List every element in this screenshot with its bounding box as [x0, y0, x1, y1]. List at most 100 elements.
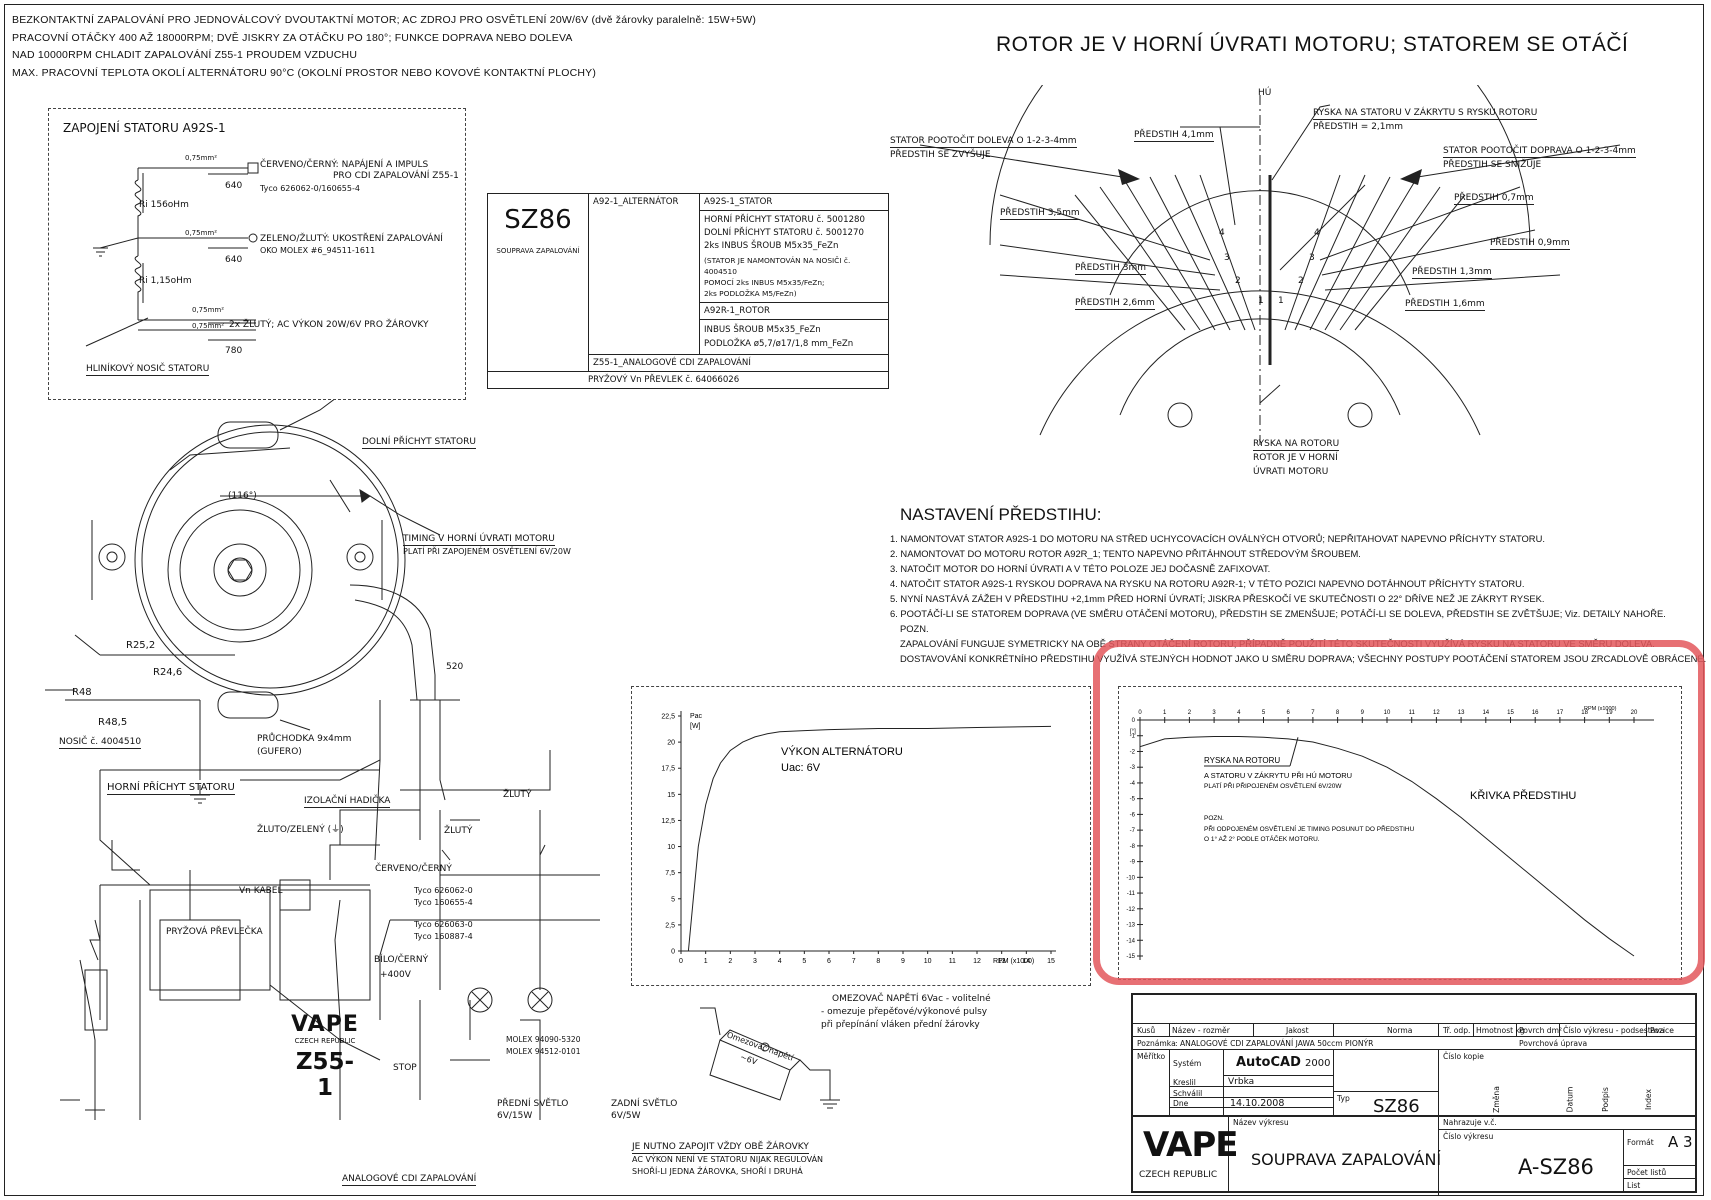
part-note: POMOCÍ 2ks INBUS M5x35/FeZn; — [704, 278, 825, 287]
x-tick-label: 0 — [1138, 710, 1142, 716]
setup-title: NASTAVENÍ PŘEDSTIHU: — [900, 505, 1102, 524]
wire-desc: OKO MOLEX #6_94511-1611 — [260, 246, 376, 255]
x-tick-label: 19 — [1606, 710, 1613, 716]
brand-country: CZECH REPUBLIC — [1139, 1170, 1218, 1180]
y-tick-label: 2,5 — [665, 922, 675, 929]
wire-label: BÍLO/ČERNÝ — [374, 955, 429, 965]
y-tick-label: 5 — [671, 896, 675, 903]
chart-title: VÝKON ALTERNÁTORU — [781, 745, 903, 758]
advance-label: PŘEDSTIH 2,6mm — [1075, 298, 1155, 310]
brand-country: CZECH REPUBLIC — [294, 1037, 356, 1045]
y-axis-label: [W] — [690, 723, 701, 730]
header-note: MAX. PRACOVNÍ TEPLOTA OKOLÍ ALTERNÁTORU … — [12, 66, 597, 79]
y-tick-label: -8 — [1130, 844, 1136, 850]
voltage-limiter — [700, 1007, 840, 1109]
step-number: 3 — [1309, 253, 1315, 263]
note: O 1° AŽ 2° PODLE OTÁČEK MOTORU. — [1204, 834, 1320, 843]
tb-header: Kusů — [1137, 1026, 1156, 1035]
boot-cell: PRYŽOVÝ Vn PŘEVLEK č. 64066026 — [487, 371, 889, 389]
tb-header: Číslo výkresu - podsestava — [1563, 1026, 1665, 1035]
bulbs-note: AC VÝKON NENÍ VE STATORU NIJAK REGULOVÁN — [632, 1155, 824, 1164]
radius-label: R48,5 — [98, 717, 128, 728]
tb-label: Typ — [1337, 1094, 1350, 1103]
drawing-number: A-SZ86 — [1518, 1155, 1594, 1179]
x-tick-label: 10 — [1384, 710, 1391, 716]
hose-label: IZOLAČNÍ HADIČKA — [304, 796, 391, 808]
x-tick-label: 3 — [753, 958, 757, 965]
part-item: DOLNÍ PŘÍCHYT STATORU č. 5001270 — [704, 228, 864, 238]
tb-value: : ANALOGOVÉ CDI ZAPALOVÁNÍ JAWA 50ccm PI… — [1175, 1039, 1374, 1048]
tb-label: List — [1627, 1181, 1641, 1190]
x-tick-label: 13 — [998, 958, 1006, 965]
x-tick-label: 20 — [1631, 710, 1638, 716]
tb-label: Název výkresu — [1233, 1118, 1289, 1127]
alternator-cell: A92-1_ALTERNÁTOR — [588, 193, 700, 355]
x-tick-label: 8 — [1336, 710, 1340, 716]
header-note: NAD 10000RPM CHLADIT ZAPALOVÁNÍ Z55-1 PR… — [12, 49, 358, 61]
tb-header: Pozice — [1650, 1026, 1674, 1035]
header-notes: BEZKONTAKTNÍ ZAPALOVÁNÍ PRO JEDNOVÁLCOVÝ… — [12, 12, 756, 82]
tb-header: Tř. odp. — [1443, 1026, 1471, 1035]
wire-size: 0,75mm² — [185, 154, 218, 162]
y-tick-label: 17,5 — [661, 766, 675, 773]
y-tick-label: 0 — [1132, 718, 1136, 724]
wire-label: ČERVENO/ČERNÝ — [375, 864, 452, 874]
advance-label: PŘEDSTIH 1,3mm — [1412, 267, 1492, 279]
advance-label: PŘEDSTIH 4,1mm — [1134, 130, 1214, 142]
x-tick-label: 4 — [1237, 710, 1241, 716]
stop-label: STOP — [393, 1063, 417, 1073]
step-number: 3 — [1224, 253, 1230, 263]
upper-mount-label: HORNÍ PŘÍCHYT STATORU — [107, 782, 235, 795]
carrier-label: HLINÍKOVÝ NOSIČ STATORU — [86, 364, 210, 376]
x-tick-label: 9 — [1361, 710, 1365, 716]
wire-size: 0,75mm² — [192, 306, 225, 314]
x-tick-label: 1 — [1163, 710, 1167, 716]
y-tick-label: -2 — [1130, 749, 1136, 755]
step-number: 4 — [1219, 228, 1225, 238]
tb-type-value: SZ86 — [1373, 1096, 1420, 1117]
rotate-right-label: STATOR POOTOČIT DOPRAVA O 1-2-3-4mm — [1443, 146, 1636, 158]
radius-label: R48 — [72, 687, 92, 698]
x-tick-label: 15 — [1507, 710, 1514, 716]
wire-size: 0,75mm² — [185, 229, 218, 237]
wire-connector: Tyco 626062-0/160655-4 — [260, 184, 360, 193]
brand-logo: VAPE — [1143, 1125, 1238, 1165]
bulbs-note: JE NUTNO ZAPOJIT VŽDY OBĚ ŽÁROVKY — [632, 1142, 809, 1154]
advance-label: PŘEDSTIH 1,6mm — [1405, 299, 1485, 311]
x-tick-label: 16 — [1532, 710, 1539, 716]
rotor-timing-diagram — [919, 85, 1621, 445]
setup-step: 6. POOTÁČÍ-LI SE STATOREM DOPRAVA (VE SM… — [890, 608, 1666, 619]
x-tick-label: 6 — [827, 958, 831, 965]
sheet-frame — [4, 4, 1704, 1196]
y-axis-label: Pac — [690, 713, 703, 720]
y-tick-label: -6 — [1130, 812, 1136, 818]
rotate-left-label: STATOR POOTOČIT DOLEVA O 1-2-3-4mm — [890, 136, 1077, 148]
x-tick-label: 7 — [852, 958, 856, 965]
tb-header: Název - rozměr — [1172, 1026, 1230, 1035]
cdi-cell: Z55-1_ANALOGOVÉ CDI ZAPALOVÁNÍ — [588, 354, 889, 372]
tb-label: Povrchová úprava — [1519, 1039, 1588, 1048]
y-tick-label: -14 — [1126, 938, 1135, 944]
tb-label: Formát — [1627, 1138, 1654, 1147]
tb-label: Počet listů — [1627, 1168, 1667, 1177]
y-tick-label: 15 — [667, 792, 675, 799]
part-item: HORNÍ PŘÍCHYT STATORU č. 5001280 — [704, 215, 865, 225]
wire-length: 780 — [225, 346, 243, 356]
tb-header: Hmotnost kg — [1476, 1026, 1525, 1035]
wire-length: 640 — [225, 255, 243, 265]
stator-wiring-box — [48, 108, 466, 400]
tb-value: 14.10.2008 — [1230, 1098, 1285, 1109]
x-tick-label: 0 — [679, 958, 683, 965]
x-axis-label: RPM (x1000) — [993, 958, 1034, 965]
y-tick-label: 12,5 — [661, 818, 675, 825]
tb-value: Vrbka — [1228, 1077, 1255, 1087]
tb-label: Schválil — [1173, 1089, 1203, 1098]
y-tick-label: -1 — [1130, 734, 1136, 740]
y-tick-label: -13 — [1126, 923, 1135, 929]
power-chart-box — [631, 686, 1091, 986]
setup-step: 4. NATOČIT STATOR A92S-1 RYSKOU DOPRAVA … — [890, 578, 1525, 589]
radius-label: R25,2 — [126, 640, 156, 651]
connector-label: Tyco 626063-0 — [414, 920, 473, 929]
power-series-line — [687, 725, 1052, 952]
